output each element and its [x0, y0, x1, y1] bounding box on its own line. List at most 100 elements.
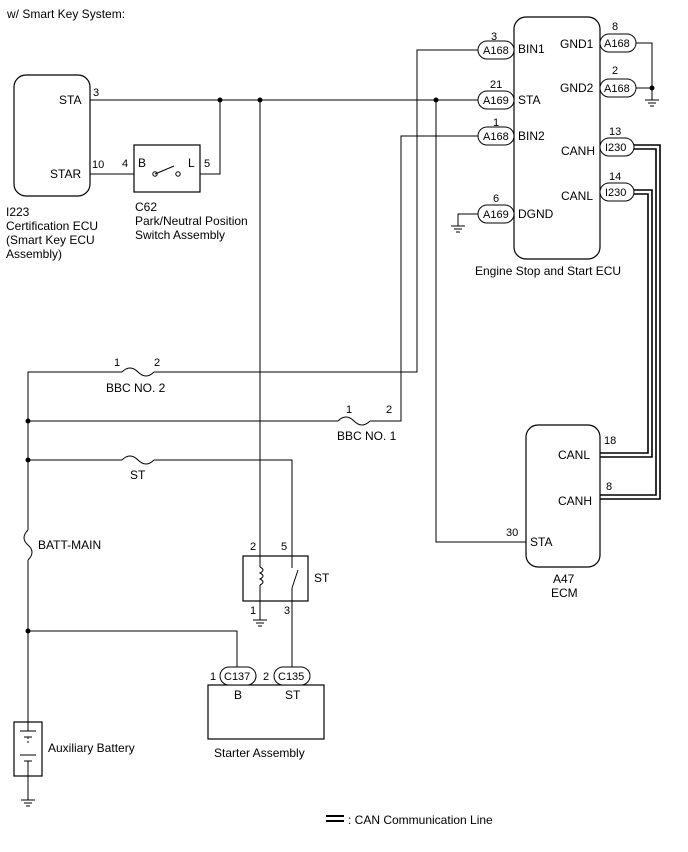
- connector-tags: A168 A169 A168 A169 A168 A168 I230 I230: [477, 33, 637, 224]
- wire-bbc2-left: [27, 371, 122, 530]
- fuse-bbc-no-2: 1 2 BBC NO. 2: [106, 357, 166, 395]
- fuse-batt-main-label: BATT-MAIN: [38, 538, 101, 552]
- engine-ecu-bin1-no: 3: [491, 31, 497, 43]
- pnp-pin-l-no: 5: [204, 158, 210, 170]
- ecm-canl: CANL: [558, 448, 590, 462]
- relay-label: ST: [314, 571, 330, 585]
- pnp-contact-right: [175, 171, 181, 177]
- starter-assembly: C137 C135 1 2 B ST Starter Assembly: [207, 666, 325, 760]
- connector-tag: [477, 126, 515, 146]
- relay-pin-1: 1: [250, 605, 256, 617]
- connector-tag: [477, 40, 515, 60]
- relay-pin-5: 5: [281, 541, 287, 553]
- fuse-bbc2-pin2: 2: [154, 357, 160, 369]
- pnp-pin-b: B: [138, 156, 146, 170]
- connector-tag: [599, 33, 637, 53]
- fuse-st: ST: [121, 455, 155, 482]
- engine-ecu-dgnd: DGND: [518, 207, 554, 221]
- pnp-name-2: Switch Assembly: [135, 228, 225, 242]
- wire-pnp-l: [200, 100, 221, 175]
- cert-ecu-name-3: Assembly): [6, 247, 62, 261]
- cert-ecu-name-2: (Smart Key ECU: [6, 233, 95, 247]
- ecm: CANL CANH STA 18 8 30 A47 ECM: [506, 424, 616, 600]
- wire-dgnd: [457, 213, 478, 226]
- starter-st-pin: ST: [285, 688, 301, 702]
- starter-b-conn: C137: [224, 671, 250, 683]
- engine-ecu-dgnd-no: 6: [493, 193, 499, 205]
- fuse-st-label: ST: [130, 468, 146, 482]
- connector-tag: [599, 137, 635, 157]
- fuse-bbc2-pin1: 1: [114, 357, 120, 369]
- pnp-name-1: Park/Neutral Position: [135, 214, 248, 228]
- st-relay: 2 5 1 3 ST: [242, 541, 330, 617]
- ecm-name: ECM: [551, 586, 578, 600]
- ground-icon: [451, 225, 465, 233]
- pnp-switch-blade: [154, 165, 175, 175]
- certification-ecu-box: [13, 74, 91, 197]
- ground-icon: [645, 99, 659, 107]
- battery-name: Auxiliary Battery: [48, 741, 135, 755]
- engine-ecu-bin2-no: 1: [493, 117, 499, 129]
- park-neutral-switch: B L 4 5 C62 Park/Neutral Position Switch…: [122, 144, 248, 242]
- cert-ecu-pin-star: STAR: [50, 167, 81, 181]
- wire-ecm-sta: [435, 100, 526, 543]
- junction-dot: [25, 418, 31, 424]
- relay-coil-symbol: [258, 566, 264, 586]
- fuse-symbol: [121, 367, 155, 377]
- relay-pin-2: 2: [250, 541, 256, 553]
- junction-dot: [25, 628, 31, 634]
- starter-st-conn: C135: [278, 671, 304, 683]
- connector-tag: [219, 666, 257, 686]
- cert-ecu-pin-star-no: 10: [92, 159, 104, 171]
- connector-tag: [273, 666, 311, 686]
- relay-pin-3: 3: [284, 605, 290, 617]
- ecm-canh: CANH: [558, 494, 592, 508]
- engine-ecu-canl: CANL: [561, 189, 593, 203]
- engine-ecu-sta: STA: [518, 93, 540, 107]
- can-line-h-outer: [600, 144, 661, 500]
- fuse-bbc1-label: BBC NO. 1: [337, 429, 397, 443]
- can-lines: [600, 144, 661, 500]
- starter-b-no: 1: [210, 671, 216, 683]
- connector-tag: [599, 182, 635, 202]
- junction-dot: [257, 97, 263, 103]
- fuse-bbc-no-1: 1 2 BBC NO. 1: [337, 404, 397, 443]
- wire-bin2: [370, 135, 478, 422]
- wire-starter-b: [28, 630, 238, 667]
- can-line-l-outer: [600, 189, 653, 458]
- cert-ecu-pin-sta-no: 3: [93, 87, 99, 99]
- connector-tag: [477, 90, 515, 110]
- connector-label: A169: [483, 209, 509, 221]
- pnp-pin-b-no: 4: [122, 158, 128, 170]
- system-title: w/ Smart Key System:: [6, 7, 125, 21]
- engine-stop-start-ecu: BIN1 STA BIN2 DGND GND1 GND2 CANH CANL 3…: [475, 16, 621, 278]
- starter-b-pin: B: [234, 688, 242, 702]
- auxiliary-battery: Auxiliary Battery: [13, 721, 135, 777]
- wire-st-right: [154, 459, 293, 556]
- ecm-sta: STA: [530, 535, 552, 549]
- junction-dot: [217, 97, 223, 103]
- starter-st-no: 2: [263, 671, 269, 683]
- ecm-canh-no: 8: [606, 481, 612, 493]
- fuse-bbc2-label: BBC NO. 2: [106, 381, 166, 395]
- starter-name: Starter Assembly: [214, 746, 305, 760]
- connector-label: I230: [605, 187, 626, 199]
- fuse-symbol: [23, 529, 33, 561]
- engine-ecu-sta-no: 21: [490, 79, 502, 91]
- cert-ecu-name-1: Certification ECU: [6, 219, 98, 233]
- ground-icon: [253, 619, 267, 627]
- engine-ecu-gnd2: GND2: [560, 81, 594, 95]
- engine-ecu-bin1: BIN1: [518, 42, 545, 56]
- engine-ecu-gnd1: GND1: [560, 37, 594, 51]
- wire-gnd1: [634, 42, 653, 100]
- ecm-sta-no: 30: [506, 527, 518, 539]
- connector-label: A168: [604, 38, 630, 50]
- can-line-l-inner: [600, 193, 649, 454]
- can-line-h-inner: [600, 148, 657, 496]
- pnp-code: C62: [135, 200, 157, 214]
- wire-bin1: [154, 49, 478, 373]
- relay-switch-blade: [291, 569, 299, 589]
- legend-can-label: : CAN Communication Line: [348, 813, 493, 827]
- legend: : CAN Communication Line: [326, 813, 493, 827]
